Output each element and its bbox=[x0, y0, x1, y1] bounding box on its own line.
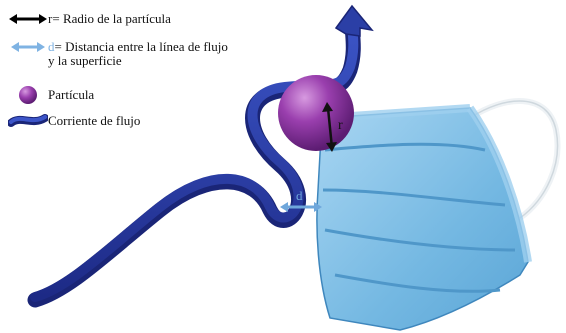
radius-label: r bbox=[338, 118, 343, 133]
legend-stream-text: Corriente de flujo bbox=[48, 114, 140, 128]
legend-row-stream: Corriente de flujo bbox=[8, 112, 140, 132]
stream-ribbon-icon bbox=[8, 112, 48, 132]
legend-row-particle: Partícula bbox=[8, 84, 94, 104]
double-arrow-icon bbox=[8, 12, 48, 32]
mask-illustration bbox=[317, 108, 528, 330]
distance-label: d bbox=[296, 188, 303, 203]
legend-distance-text: d= Distancia entre la línea de flujo y l… bbox=[48, 40, 228, 68]
particle-sphere-icon bbox=[8, 84, 48, 104]
light-double-arrow-icon bbox=[8, 40, 48, 60]
legend-row-distance: d= Distancia entre la línea de flujo y l… bbox=[8, 40, 228, 68]
legend-radius-text: r= Radio de la partícula bbox=[48, 12, 171, 26]
legend-row-radius: r= Radio de la partícula bbox=[8, 12, 171, 32]
legend-particle-text: Partícula bbox=[48, 88, 94, 102]
